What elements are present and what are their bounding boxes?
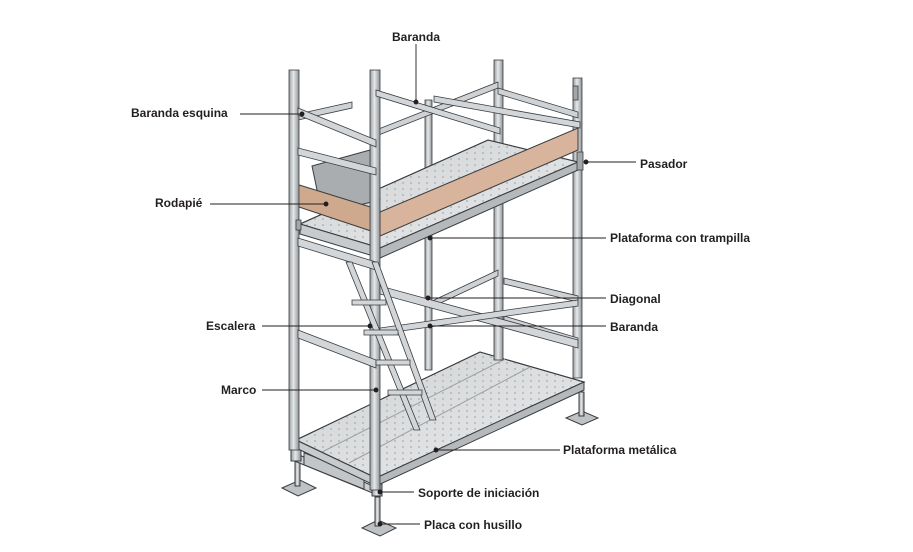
label-plataforma-trampilla: Plataforma con trampilla [610, 231, 751, 245]
base-starter-frame [290, 448, 383, 497]
label-placa-husillo: Placa con husillo [424, 518, 523, 532]
label-diagonal: Diagonal [610, 292, 661, 306]
bottom-metal-platform [294, 351, 586, 487]
label-marco: Marco [221, 383, 257, 397]
ladder [345, 261, 437, 431]
label-baranda-mid: Baranda [610, 320, 659, 334]
front-rails [297, 89, 581, 369]
label-escalera: Escalera [206, 319, 256, 333]
label-pasador: Pasador [640, 157, 688, 171]
label-baranda-top: Baranda [392, 30, 441, 44]
label-baranda-esquina: Baranda esquina [131, 106, 228, 120]
label-rodapie: Rodapié [155, 196, 203, 210]
leader-lines [210, 44, 636, 527]
label-plataforma-metalica: Plataforma metálica [563, 443, 677, 457]
screw-jack-front-mid [360, 496, 398, 537]
coupling-pins [295, 85, 584, 231]
screw-jack-back-right [564, 391, 600, 426]
label-soporte-iniciacion: Soporte de iniciación [418, 486, 540, 500]
